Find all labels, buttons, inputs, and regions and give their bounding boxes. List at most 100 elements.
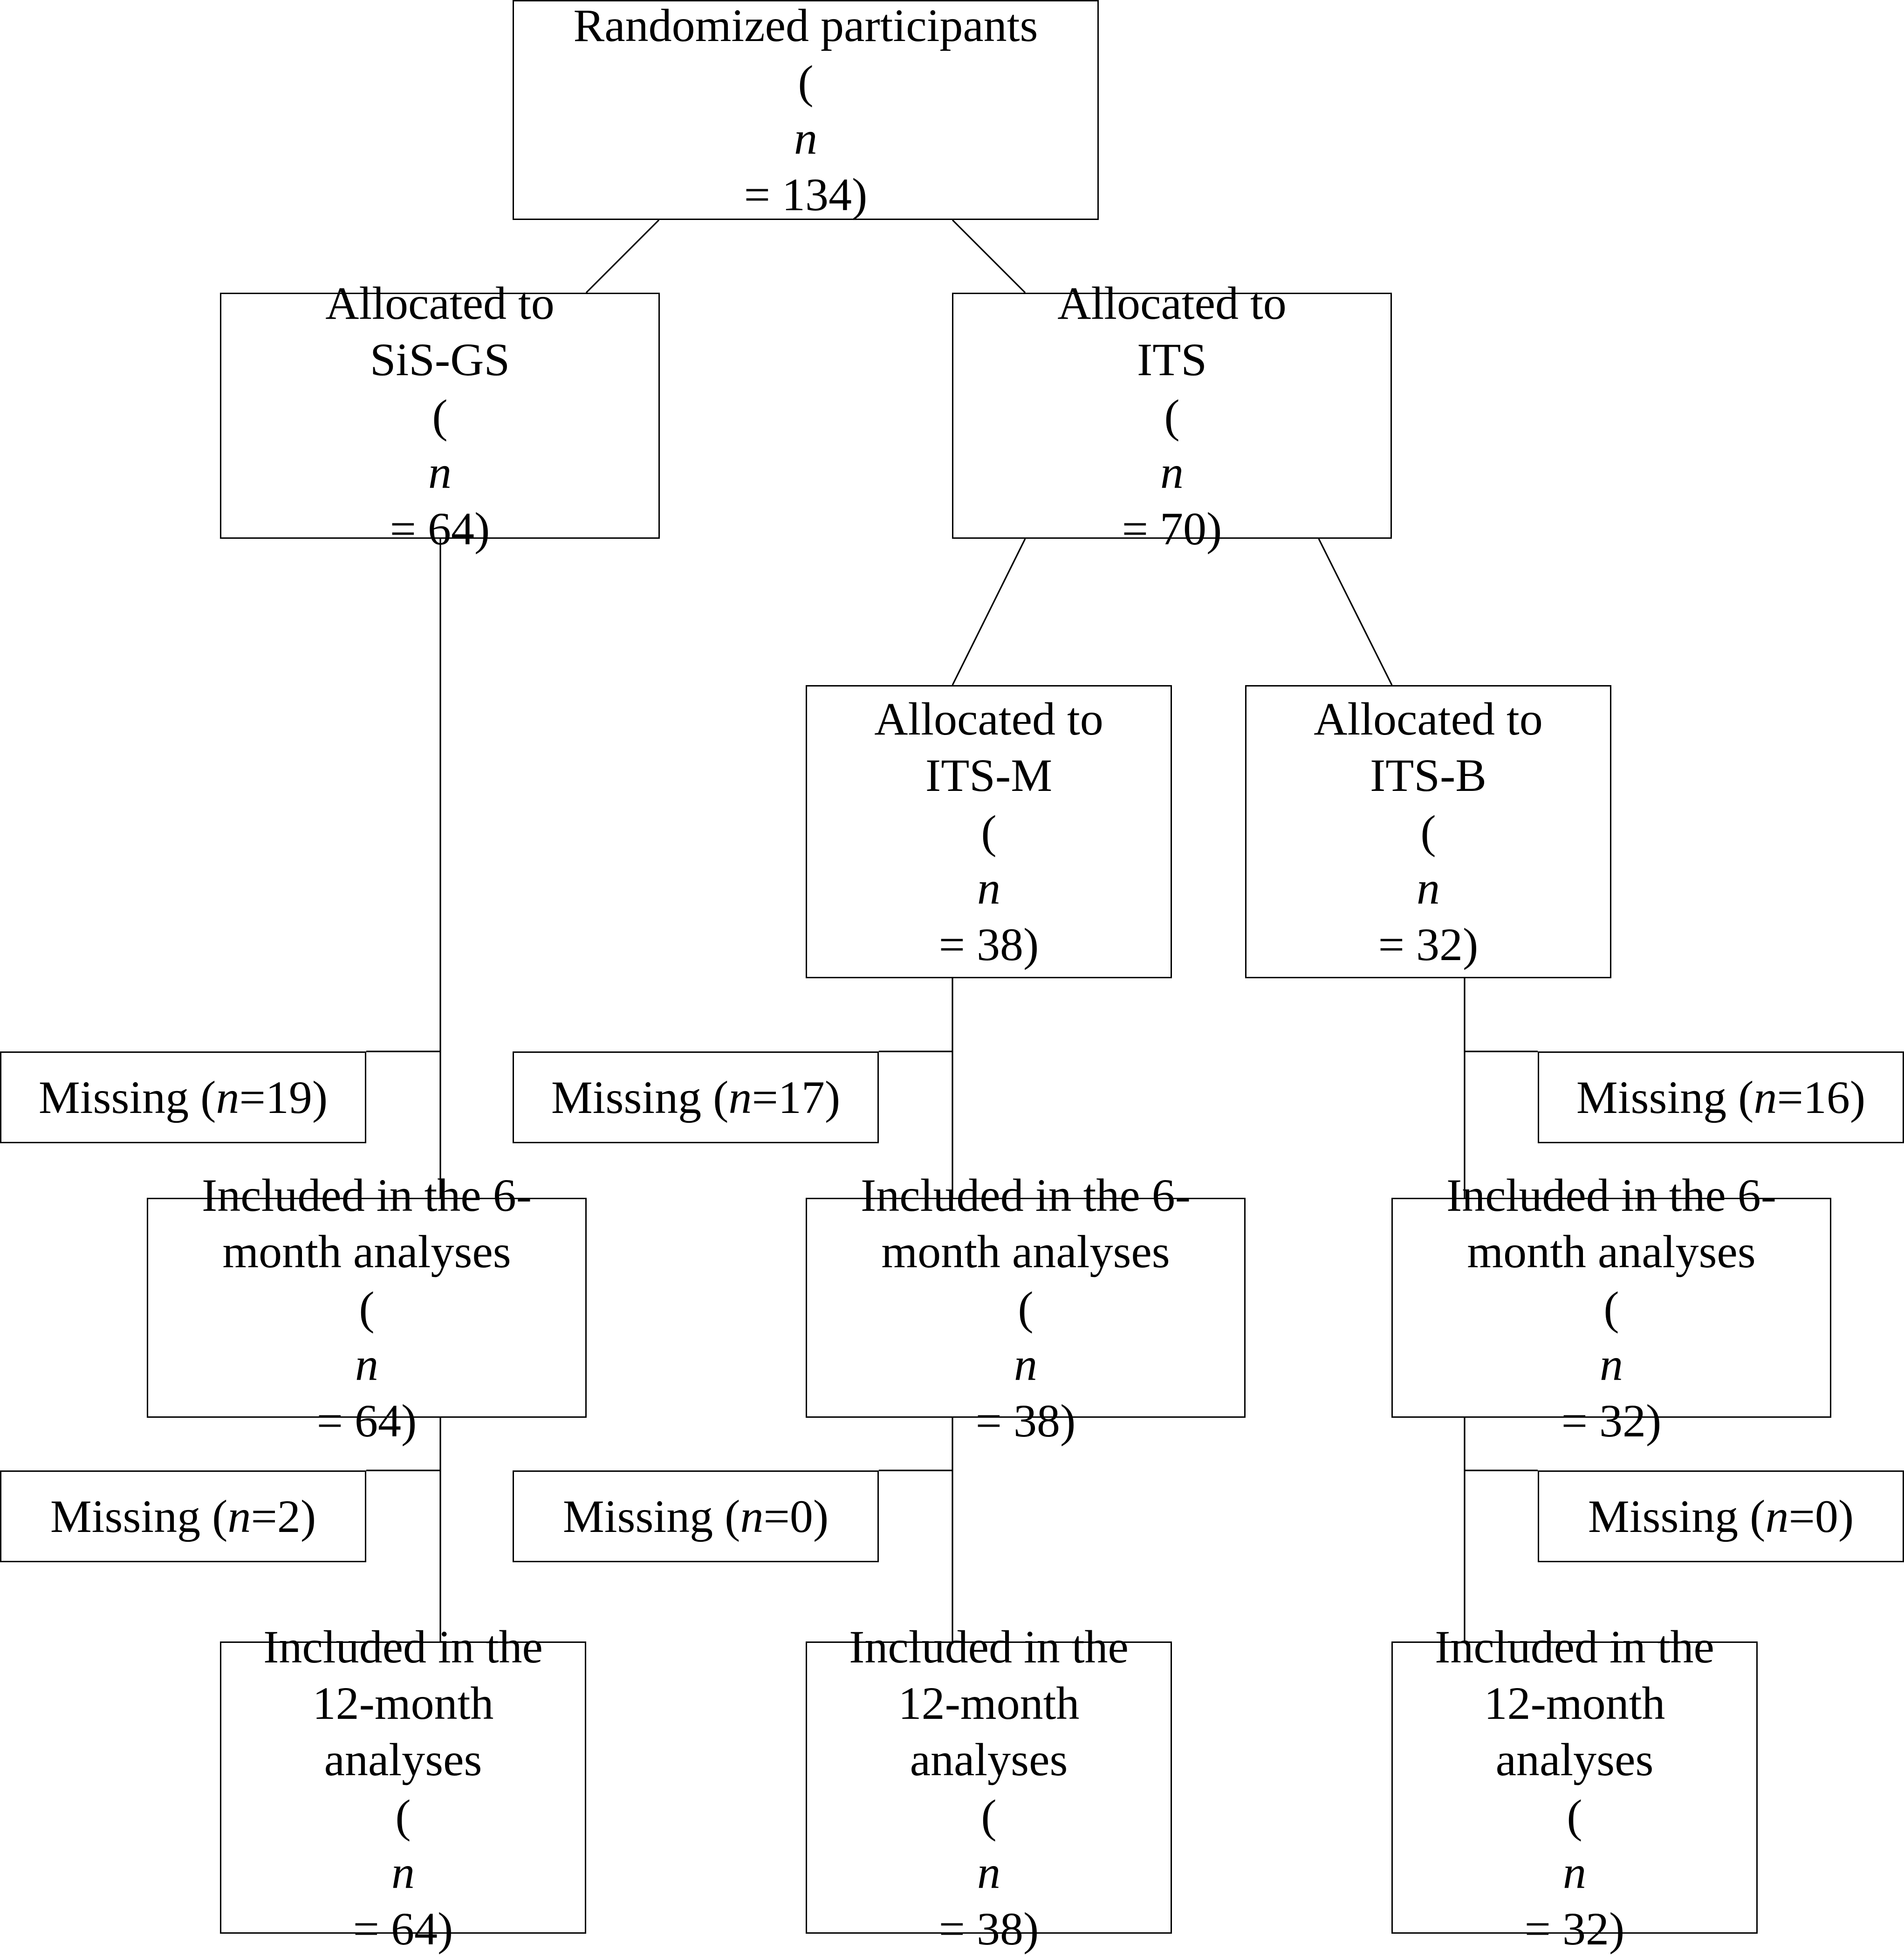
missing-itsb-12-suffix: =0) — [1788, 1490, 1854, 1542]
inc6-itsm-n-symbol: n — [1014, 1338, 1037, 1390]
inc12-sisgs-n-symbol: n — [391, 1846, 415, 1898]
missing-sisgs-12-n-symbol: n — [227, 1490, 251, 1542]
missing-sisgs-6-box: Missing (n=19) — [0, 1051, 366, 1143]
included-6m-itsb-box: Included in the 6- month analyses (n = 3… — [1391, 1169, 1831, 1447]
inc12-itsm-line1: Included in the — [849, 1621, 1129, 1673]
inc12-sisgs-line3: analyses — [324, 1733, 482, 1785]
itsm-n-suffix: = 38) — [938, 919, 1039, 970]
inc6-sisgs-line1: Included in the 6- — [201, 1169, 532, 1221]
missing-sisgs-6-prefix: Missing ( — [38, 1071, 216, 1123]
missing-itsm-12-prefix: Missing ( — [562, 1490, 740, 1542]
inc12-itsm-n-symbol: n — [977, 1846, 1000, 1898]
included-6m-sisgs-box: Included in the 6- month analyses (n = 6… — [147, 1169, 587, 1447]
allocated-sisgs-line1: Allocated to — [325, 277, 555, 329]
randomized-participants-box: Randomized participants (n = 134) — [513, 0, 1099, 220]
randomized-n-prefix: ( — [798, 56, 814, 108]
missing-itsm-6-n-symbol: n — [728, 1071, 752, 1123]
missing-itsm-12-box: Missing (n=0) — [513, 1470, 879, 1562]
inc12-itsb-n-prefix: ( — [1567, 1790, 1582, 1842]
allocated-sisgs-box: Allocated to SiS-GS (n = 64) — [220, 277, 660, 555]
missing-itsb-6-prefix: Missing ( — [1576, 1071, 1754, 1123]
inc6-itsm-n-prefix: ( — [1018, 1282, 1034, 1334]
randomized-n-symbol: n — [794, 112, 817, 164]
missing-sisgs-6-n-symbol: n — [216, 1071, 240, 1123]
missing-itsb-12-box: Missing (n=0) — [1538, 1470, 1904, 1562]
allocated-sisgs-line2: SiS-GS — [370, 333, 510, 385]
allocated-itsb-line2: ITS-B — [1370, 749, 1486, 801]
allocated-itsb-line1: Allocated to — [1314, 693, 1543, 745]
inc12-itsb-line2: 12-month — [1484, 1677, 1665, 1729]
randomized-label: Randomized participants — [573, 0, 1038, 51]
missing-itsb-12-n-symbol: n — [1765, 1490, 1789, 1542]
inc12-itsb-n-suffix: = 32) — [1524, 1902, 1625, 1955]
inc12-itsb-n-symbol: n — [1562, 1846, 1586, 1898]
missing-sisgs-12-prefix: Missing ( — [50, 1490, 228, 1542]
inc6-itsm-line2: month analyses — [881, 1225, 1170, 1277]
inc12-itsb-line3: analyses — [1495, 1733, 1654, 1785]
allocated-its-line2: ITS — [1137, 333, 1207, 385]
allocated-itsm-box: Allocated to ITS-M (n = 38) — [806, 685, 1172, 978]
allocated-its-count: (n = 70) — [1122, 388, 1222, 557]
inc12-sisgs-n-suffix: = 64) — [353, 1902, 453, 1955]
allocated-itsm-line2: ITS-M — [925, 749, 1053, 801]
missing-sisgs-12-suffix: =2) — [251, 1490, 316, 1542]
included-6m-itsm-count: (n = 38) — [976, 1280, 1076, 1449]
included-12m-itsm-box: Included in the 12-month analyses (n = 3… — [806, 1621, 1172, 1955]
allocated-sisgs-count: (n = 64) — [390, 388, 490, 557]
sisgs-n-symbol: n — [428, 446, 452, 498]
inc12-sisgs-line2: 12-month — [312, 1677, 494, 1729]
itsm-n-prefix: ( — [981, 806, 997, 858]
inc6-itsb-line2: month analyses — [1467, 1225, 1756, 1277]
its-n-suffix: = 70) — [1122, 502, 1222, 555]
included-12m-itsb-count: (n = 32) — [1525, 1788, 1625, 1957]
inc12-itsm-line2: 12-month — [898, 1677, 1080, 1729]
included-6m-itsm-box: Included in the 6- month analyses (n = 3… — [806, 1169, 1246, 1447]
inc6-itsm-n-suffix: = 38) — [975, 1394, 1076, 1447]
itsb-n-suffix: = 32) — [1378, 919, 1479, 970]
missing-itsb-6-suffix: =16) — [1777, 1071, 1866, 1123]
inc6-itsb-n-suffix: = 32) — [1561, 1394, 1662, 1447]
itsb-n-symbol: n — [1416, 862, 1440, 914]
included-12m-itsb-box: Included in the 12-month analyses (n = 3… — [1391, 1621, 1758, 1955]
included-12m-sisgs-count: (n = 64) — [353, 1788, 453, 1957]
allocated-its-box: Allocated to ITS (n = 70) — [952, 277, 1392, 555]
missing-itsb-12-prefix: Missing ( — [1588, 1490, 1766, 1542]
inc6-sisgs-n-prefix: ( — [359, 1282, 375, 1334]
inc12-sisgs-n-prefix: ( — [395, 1790, 411, 1842]
inc6-sisgs-line2: month analyses — [222, 1225, 511, 1277]
connector-randomized-to-its — [952, 219, 1026, 294]
inc6-itsm-line1: Included in the 6- — [860, 1169, 1191, 1221]
inc12-itsm-n-suffix: = 38) — [938, 1902, 1039, 1955]
included-6m-itsb-count: (n = 32) — [1562, 1280, 1662, 1449]
inc12-itsm-line3: analyses — [910, 1733, 1068, 1785]
inc12-sisgs-line1: Included in the — [263, 1621, 543, 1673]
sisgs-n-prefix: ( — [432, 390, 448, 442]
randomized-count: (n = 134) — [744, 54, 868, 223]
included-12m-itsm-count: (n = 38) — [939, 1788, 1039, 1957]
allocated-itsm-line1: Allocated to — [874, 693, 1103, 745]
its-n-symbol: n — [1160, 446, 1184, 498]
inc6-sisgs-n-symbol: n — [355, 1338, 378, 1390]
inc6-sisgs-n-suffix: = 64) — [316, 1394, 417, 1447]
inc12-itsm-n-prefix: ( — [981, 1790, 997, 1842]
inc6-itsb-n-prefix: ( — [1603, 1282, 1619, 1334]
inc6-itsb-n-symbol: n — [1599, 1338, 1623, 1390]
allocated-itsm-count: (n = 38) — [939, 803, 1039, 973]
missing-sisgs-6-suffix: =19) — [239, 1071, 328, 1123]
missing-itsm-6-box: Missing (n=17) — [513, 1051, 879, 1143]
inc6-itsb-line1: Included in the 6- — [1446, 1169, 1777, 1221]
missing-itsm-6-suffix: =17) — [752, 1071, 841, 1123]
inc12-itsb-line1: Included in the — [1435, 1621, 1714, 1673]
connector-its-to-itsb — [1318, 538, 1393, 686]
itsb-n-prefix: ( — [1420, 806, 1436, 858]
included-6m-sisgs-count: (n = 64) — [317, 1280, 417, 1449]
allocated-itsb-box: Allocated to ITS-B (n = 32) — [1245, 685, 1611, 978]
missing-sisgs-12-box: Missing (n=2) — [0, 1470, 366, 1562]
missing-itsm-12-suffix: =0) — [763, 1490, 829, 1542]
missing-itsb-6-box: Missing (n=16) — [1538, 1051, 1904, 1143]
its-n-prefix: ( — [1164, 390, 1180, 442]
connector-randomized-to-sisgs — [585, 219, 660, 294]
allocated-itsb-count: (n = 32) — [1378, 803, 1479, 973]
